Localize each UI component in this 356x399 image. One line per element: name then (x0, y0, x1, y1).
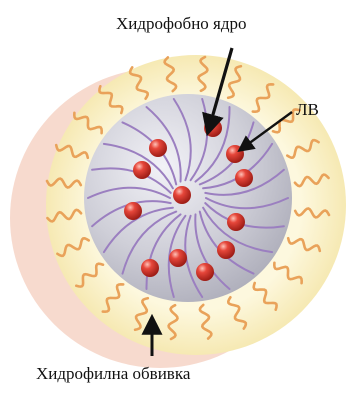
drug-molecule-icon (169, 249, 187, 267)
drug-molecule-icon (141, 259, 159, 277)
label-drug: ЛВ (296, 100, 319, 120)
drug-molecule-icon (149, 139, 167, 157)
drug-molecule-icon (124, 202, 142, 220)
drug-molecule-icon (235, 169, 253, 187)
drug-molecule-icon (204, 119, 222, 137)
drug-molecule-icon (217, 241, 235, 259)
drug-molecule-icon (196, 263, 214, 281)
label-hydrophobic-core: Хидрофобно ядро (116, 14, 247, 34)
label-hydrophilic-shell: Хидрофилна обвивка (36, 364, 190, 384)
drug-molecule-icon (133, 161, 151, 179)
drug-molecule-icon (173, 186, 191, 204)
drug-molecule-icon (227, 213, 245, 231)
